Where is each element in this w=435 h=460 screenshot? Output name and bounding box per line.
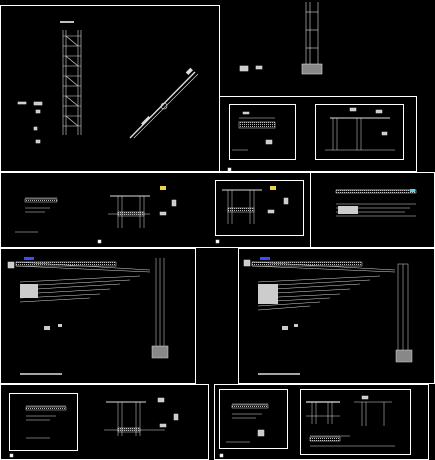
sheet8-details [219,395,395,458]
sheet3b-details [215,186,289,244]
sheet3-details [15,186,177,244]
sheet-frames [0,5,435,460]
sheet-frame-7[interactable] [0,384,209,460]
sheet-frame-1[interactable] [0,5,220,172]
sheet-frame-3[interactable] [0,172,311,248]
sheet2-details [227,107,395,172]
sheet-frame-2[interactable] [219,96,417,172]
sheet1-column-detail [17,21,199,144]
sheet5-details [7,257,169,375]
sheet4-details [335,189,417,217]
sheet-frame-5[interactable] [0,248,196,384]
sheet5-table-lines [19,275,141,303]
sheet-frame-6[interactable] [238,248,435,384]
top-elevation-detail [239,2,323,75]
sheet6-details [243,257,413,375]
sheet-frame-4[interactable] [310,172,435,248]
sheet7-details [9,397,179,458]
